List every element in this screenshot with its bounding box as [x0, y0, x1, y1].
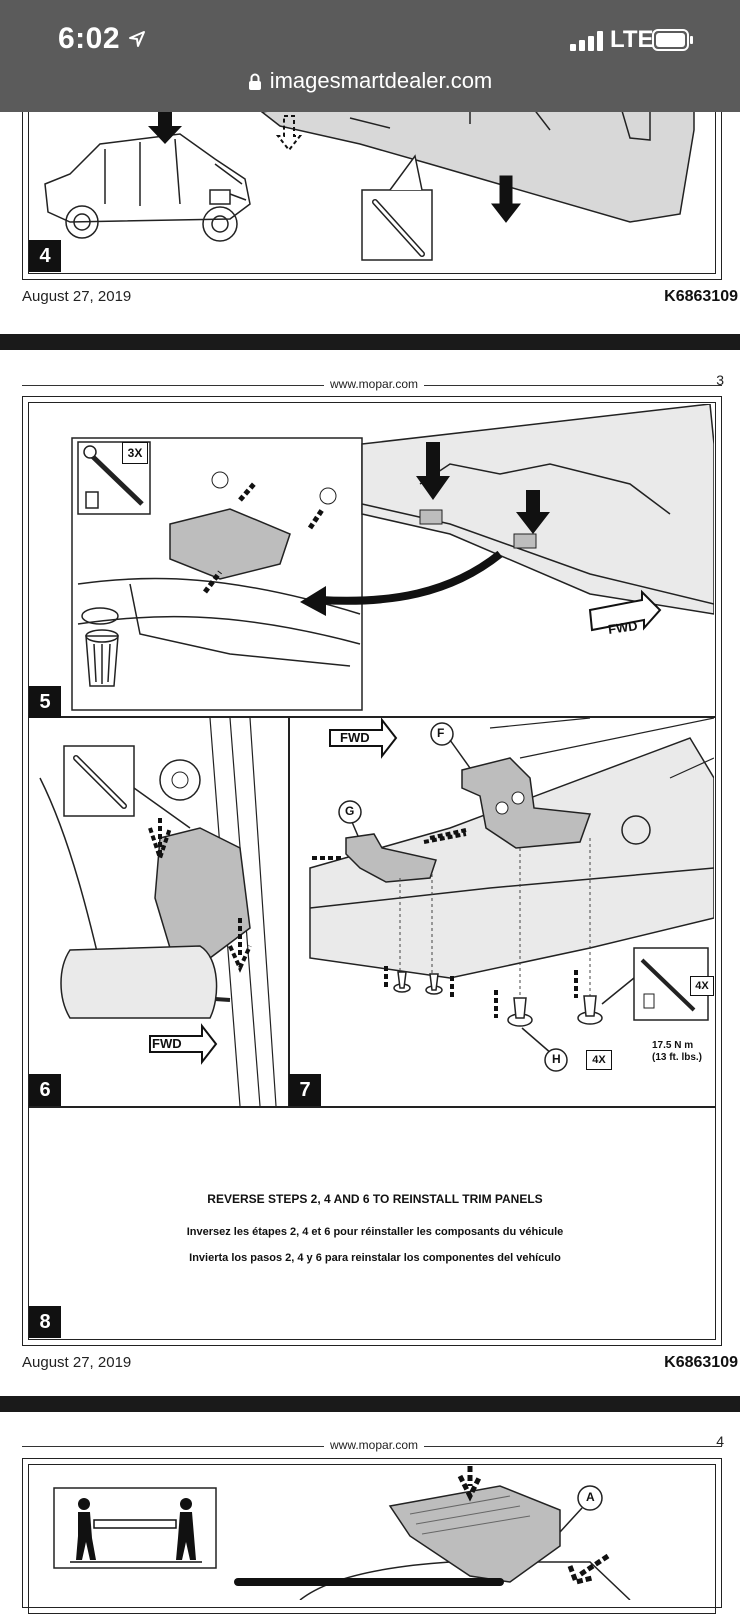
location-arrow-icon — [129, 31, 145, 47]
mount-part — [154, 827, 251, 959]
cellular-signal-icon — [570, 31, 603, 51]
step8-spanish: Invierta los pasos 2, 4 y 6 para reinsta… — [189, 1252, 561, 1264]
jeep-illustration — [44, 133, 251, 242]
callout-circle-h — [544, 1048, 568, 1072]
step8-frame — [28, 1106, 716, 1340]
page4-number: 4 — [716, 1433, 724, 1449]
callout-circle-f — [430, 722, 454, 746]
step-number-4: 4 — [29, 240, 61, 272]
step-number-6: 6 — [29, 1074, 61, 1106]
url-text: imagesmartdealer.com — [269, 68, 493, 93]
page3-footer-date: August 27, 2019 — [22, 1354, 132, 1371]
callout-f-label: F — [437, 726, 445, 740]
step6-illustration — [39, 718, 277, 1106]
battery-icon — [652, 29, 693, 51]
page4-illustration — [53, 1466, 631, 1600]
step7-fwd-label: FWD — [340, 730, 370, 745]
trim-panel — [260, 104, 695, 223]
step5-frame — [28, 402, 716, 718]
step5-qty-label: 3X — [122, 442, 148, 464]
page3-site-url: www.mopar.com — [324, 377, 425, 391]
callout-a-label: A — [586, 1490, 595, 1504]
fwd-arrow-icon — [329, 718, 398, 759]
down-arrow-icon — [416, 442, 450, 500]
two-person-lift-icon — [70, 1498, 202, 1563]
page2-illustration — [44, 104, 695, 261]
page3-number: 3 — [716, 372, 724, 388]
url-bar[interactable]: imagesmartdealer.com — [0, 68, 740, 104]
torque-metric: 17.5 N m — [652, 1040, 694, 1051]
mirror-part — [60, 945, 218, 1019]
step-number-8: 8 — [29, 1306, 61, 1338]
page2-footer-date: August 27, 2019 — [22, 288, 132, 305]
callout-g-label: G — [345, 804, 355, 818]
network-label: LTE — [610, 26, 654, 53]
step8-french: Inversez les étapes 2, 4 et 6 pour réins… — [186, 1226, 564, 1238]
step5-illustration — [71, 404, 714, 711]
bracket-g — [345, 833, 437, 883]
page2-footer-code: K6863109 — [664, 288, 738, 305]
bracket-part — [169, 508, 291, 580]
page-separator — [0, 1396, 740, 1412]
down-arrow-icon — [516, 490, 550, 534]
step7-illustration — [309, 718, 714, 1072]
bracket-f — [461, 757, 592, 849]
curved-arrow-icon — [319, 550, 503, 605]
step6-fwd-label: FWD — [152, 1036, 182, 1051]
fwd-arrow-icon — [149, 1023, 218, 1065]
step-number-5: 5 — [29, 686, 61, 718]
dashed-arrow-icon — [275, 115, 303, 152]
callout-circle-g — [338, 800, 362, 824]
down-arrow-icon — [148, 104, 182, 144]
browser-chrome: 6:02 LTE imagesmartdealer.com — [0, 0, 740, 112]
fwd-arrow-icon — [588, 589, 662, 632]
tool-qty-label: 4X — [690, 976, 714, 996]
torque-imperial: (13 ft. lbs.) — [652, 1052, 703, 1063]
page-separator — [0, 334, 740, 350]
dashed-arrow-icon — [490, 175, 522, 223]
page3-outer-frame — [22, 396, 722, 1346]
trash-can-icon — [81, 607, 119, 687]
fastener-icons — [393, 971, 603, 1027]
hardtop-panel — [388, 1485, 561, 1583]
callout-h-qty: 4X — [586, 1050, 612, 1070]
step8-english: REVERSE STEPS 2, 4 AND 6 TO REINSTALL TR… — [207, 1192, 543, 1206]
step6-frame — [28, 716, 290, 1108]
home-indicator[interactable] — [234, 1578, 504, 1586]
lock-icon — [248, 73, 261, 91]
page3-footer-code: K6863109 — [664, 1354, 738, 1371]
callout-h-label: H — [552, 1052, 561, 1066]
step7-frame — [288, 716, 716, 1108]
callout-circle-a — [577, 1485, 603, 1511]
step-number-7: 7 — [289, 1074, 321, 1106]
status-time: 6:02 — [58, 22, 121, 55]
page4-site-url: www.mopar.com — [324, 1438, 425, 1452]
